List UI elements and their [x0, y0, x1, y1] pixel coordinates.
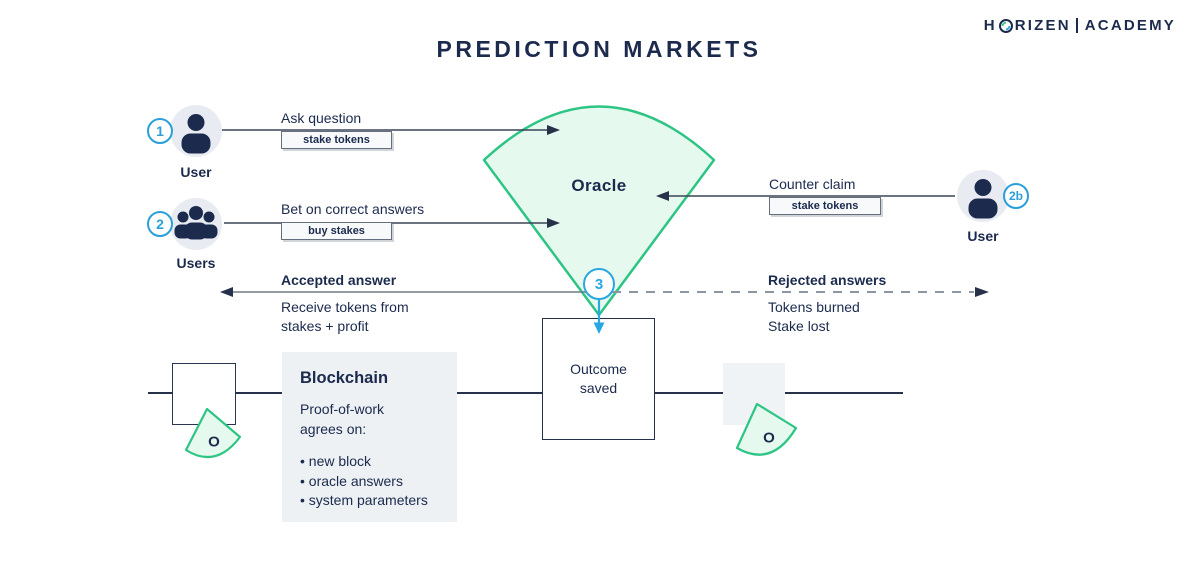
block-outlined	[172, 363, 236, 425]
user2b-avatar	[957, 170, 1009, 222]
rejected-answers-line2: Stake lost	[768, 318, 830, 334]
step-badge-2: 2	[147, 211, 173, 237]
outcome-saved-line2: saved	[579, 380, 618, 396]
accepted-answer-line2: stakes + profit	[281, 318, 369, 334]
horizen-o-icon	[998, 18, 1014, 34]
counter-claim-label: Counter claim	[769, 176, 856, 192]
logo-word1-suffix: RIZEN	[1014, 17, 1071, 34]
counter-claim-arrowhead	[656, 191, 669, 201]
buy-stakes-tag: buy stakes	[281, 222, 392, 240]
rejected-answers-arrowhead	[975, 287, 989, 297]
accepted-answer-title: Accepted answer	[281, 272, 397, 288]
blockchain-subtitle-2: agrees on:	[300, 421, 367, 437]
oracle-label: Oracle	[571, 176, 627, 195]
user1-label: User	[180, 164, 212, 180]
step-badge-1: 1	[147, 118, 173, 144]
mini-oracle-right-o: O	[763, 429, 775, 447]
bet-label: Bet on correct answers	[281, 201, 425, 217]
block-filled	[723, 363, 785, 425]
user-icon	[957, 170, 1009, 222]
blockchain-title: Blockchain	[300, 369, 389, 387]
blockchain-bullet-3: system parameters	[300, 491, 447, 511]
rejected-answers-title: Rejected answers	[768, 272, 887, 288]
outcome-saved-box: Outcome saved	[542, 318, 655, 440]
blockchain-bullet-list: new block oracle answers system paramete…	[300, 452, 447, 511]
users2-label: Users	[176, 255, 216, 271]
logo-divider	[1075, 18, 1078, 33]
blockchain-subtitle-1: Proof-of-work	[300, 401, 385, 417]
users2-avatar	[170, 198, 222, 250]
stake-tokens-tag-1: stake tokens	[281, 131, 392, 149]
stake-tokens-tag-2: stake tokens	[769, 197, 881, 215]
blockchain-bullet-2: oracle answers	[300, 472, 447, 492]
ask-question-arrowhead	[547, 125, 560, 135]
accepted-answer-line1: Receive tokens from	[281, 299, 409, 315]
logo-word1-prefix: H	[983, 17, 997, 34]
user2b-label: User	[967, 228, 999, 244]
accepted-answer-arrowhead	[220, 287, 233, 297]
mini-oracle-left-o: O	[208, 433, 220, 451]
step-badge-3: 3	[583, 268, 615, 300]
step-badge-2b: 2b	[1003, 183, 1029, 209]
user1-avatar	[170, 105, 222, 157]
blockchain-panel: Blockchain Proof-of-work agrees on: new …	[282, 352, 457, 522]
oracle-fan-shape	[482, 105, 716, 317]
logo-word2: ACADEMY	[1084, 17, 1176, 34]
horizen-academy-logo: H RIZEN ACADEMY	[984, 17, 1176, 34]
blockchain-bullet-1: new block	[300, 452, 447, 472]
bet-arrowhead	[547, 218, 560, 228]
rejected-answers-line1: Tokens burned	[768, 299, 860, 315]
user-icon	[170, 105, 222, 157]
outcome-saved-line1: Outcome	[570, 361, 627, 377]
page-title: PREDICTION MARKETS	[436, 36, 762, 62]
users-icon	[170, 198, 222, 250]
ask-question-label: Ask question	[281, 110, 362, 126]
